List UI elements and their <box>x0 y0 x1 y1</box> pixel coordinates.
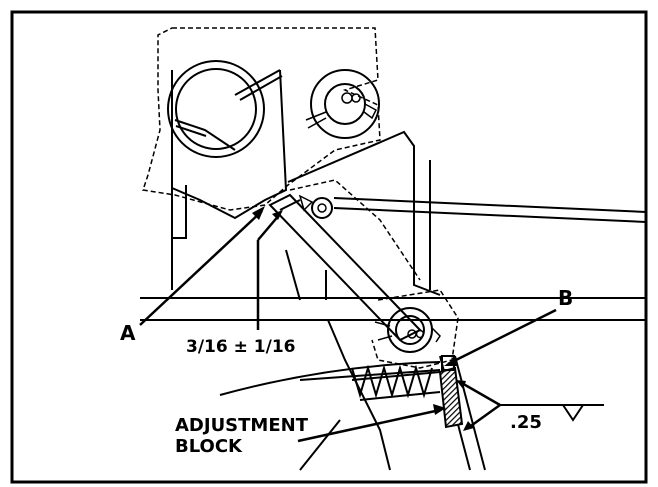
label-b-callout <box>444 308 557 366</box>
label-a: A <box>120 321 136 345</box>
adjustment-block-label-line2: BLOCK <box>175 436 243 457</box>
gap-spec-label: 3/16 ± 1/16 <box>186 337 295 357</box>
spring-coil <box>351 364 441 401</box>
gap-spec-callout <box>256 210 283 330</box>
spool-assembly <box>167 60 288 220</box>
label-b: B <box>558 286 573 310</box>
adjustment-block-callout <box>297 404 446 443</box>
pulley-upper <box>305 69 380 139</box>
cover-outline-dashed <box>142 27 381 211</box>
dimension-callout <box>456 380 604 431</box>
dimension-label: .25 <box>510 412 542 433</box>
frame-plate <box>140 130 647 321</box>
diagram-frame <box>10 10 648 484</box>
adjustment-block <box>438 366 464 429</box>
linkage-arm <box>268 179 422 342</box>
label-a-callout <box>139 206 265 326</box>
adjustment-block-label-line1: ADJUSTMENT <box>175 415 309 436</box>
